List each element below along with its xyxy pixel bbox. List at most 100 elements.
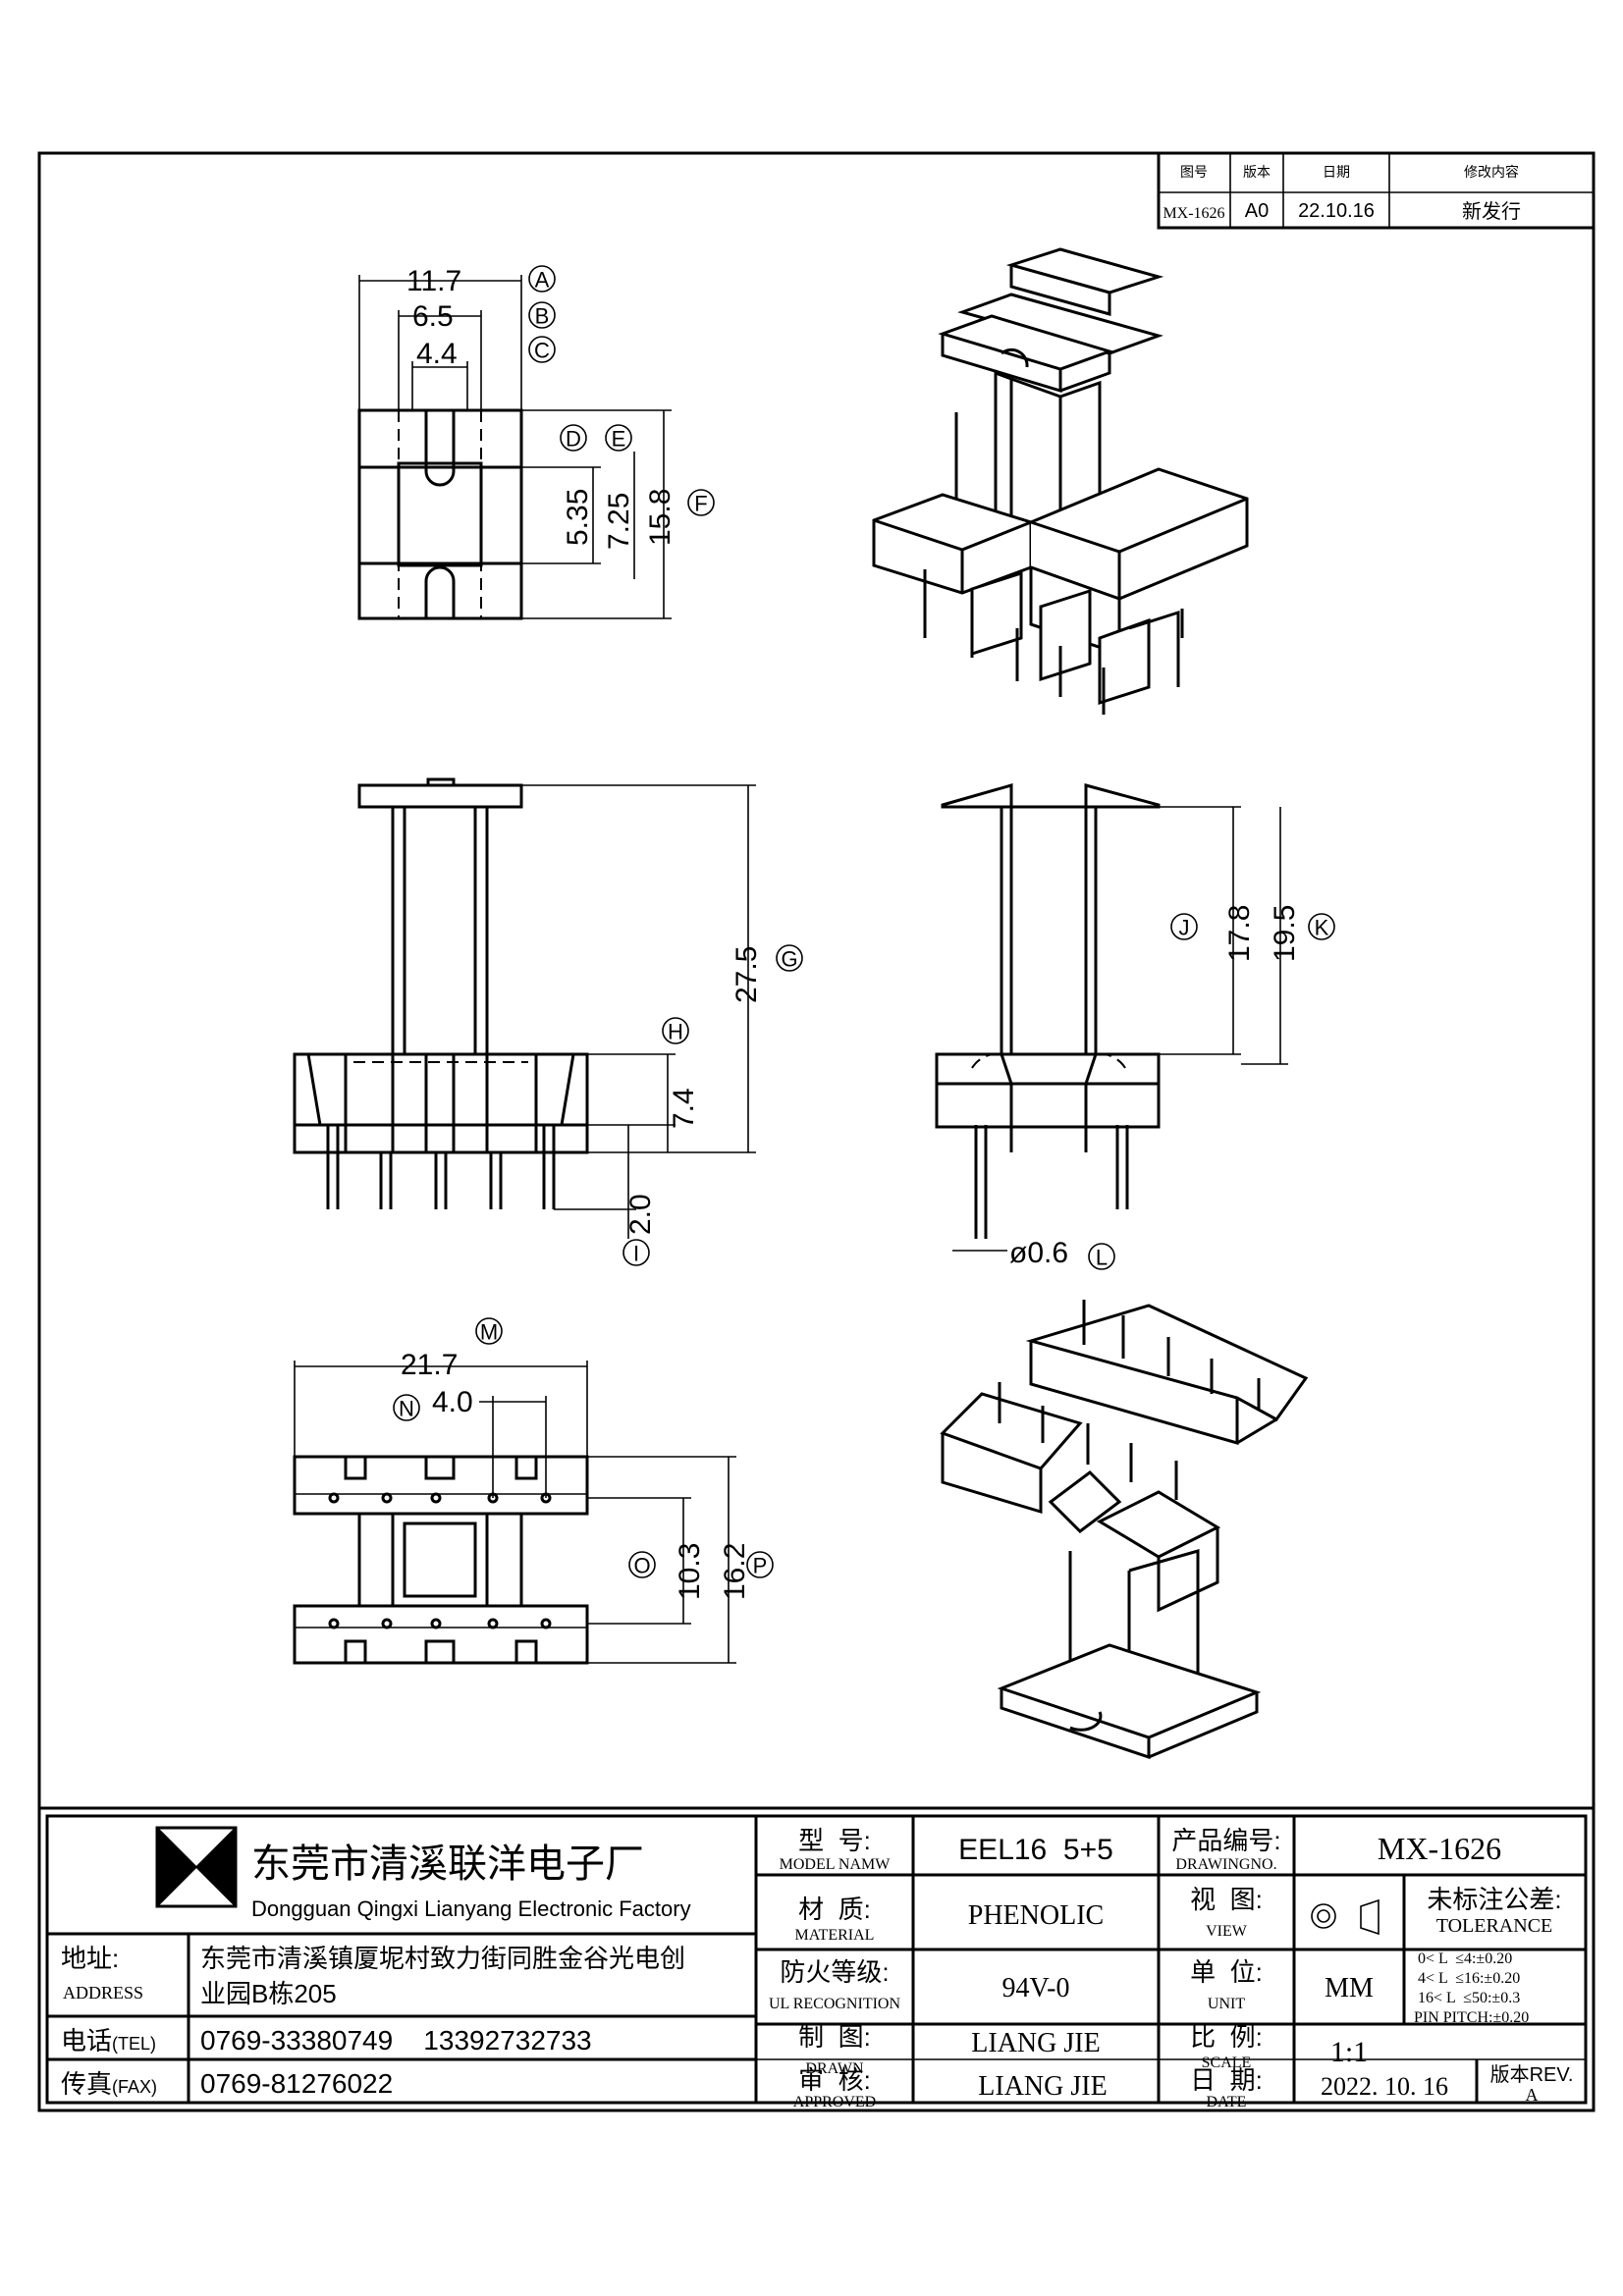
tel-label-en: (TEL): [112, 2034, 156, 2054]
bottom-view: 21.7 4.0 10.3 16.2 M N O P: [293, 1317, 774, 1665]
material-label: 材 质:: [798, 1895, 871, 1924]
label-N: N: [399, 1397, 414, 1421]
dim-7.4: 7.4: [668, 1088, 700, 1129]
label-H: H: [668, 1020, 683, 1044]
label-O: O: [633, 1554, 650, 1578]
address-line-1: 东莞市清溪镇厦坭村致力街同胜金谷光电创: [200, 1944, 685, 1973]
label-K: K: [1315, 916, 1329, 940]
dim-21.7: 21.7: [401, 1349, 458, 1381]
label-L: L: [1096, 1246, 1108, 1270]
dim-diameter-0.6: ø0.6: [1009, 1237, 1068, 1269]
rev-cell-version: A0: [1245, 200, 1269, 222]
label-M: M: [480, 1320, 498, 1345]
label-P: P: [753, 1554, 768, 1578]
label-D: D: [566, 427, 581, 452]
company-name-cn: 东莞市清溪联洋电子厂: [251, 1842, 644, 1886]
scale-value: 1:1: [1330, 2036, 1368, 2068]
dim-5.35: 5.35: [562, 489, 594, 546]
fire-rating-value: 94V-0: [1002, 1973, 1070, 2003]
label-B: B: [535, 304, 550, 329]
rev-cell-drawing-no: MX-1626: [1163, 205, 1224, 222]
svg-text:电话(TEL): 电话(TEL): [61, 2026, 156, 2056]
company-logo: [155, 1826, 238, 1908]
tel-value: 0769-33380749 13392732733: [200, 2025, 592, 2056]
approved-label: 审 核:: [798, 2065, 871, 2095]
side-view: 17.8 19.5 ø0.6 J K L: [935, 783, 1335, 1270]
dim-15.8: 15.8: [644, 489, 676, 546]
date-value: 2022. 10. 16: [1321, 2072, 1448, 2101]
drawing-no-label-en: DRAWINGNO.: [1175, 1856, 1276, 1873]
address-line-2: 业园B栋205: [200, 1979, 337, 2008]
view-label-en: VIEW: [1206, 1923, 1248, 1940]
isometric-bottom-view: [940, 1300, 1309, 1760]
date-label-en: DATE: [1207, 2094, 1247, 2110]
revision-table: 图号 版本 日期 修改内容 MX-1626 A0 22.10.16 新发行: [1157, 151, 1596, 230]
fax-label: 传真: [61, 2069, 112, 2099]
label-A: A: [535, 268, 550, 293]
fax-label-en: (FAX): [112, 2077, 157, 2097]
dim-4.0: 4.0: [432, 1386, 473, 1418]
drawn-label-en: DRAWN: [805, 2060, 864, 2077]
tolerance-line-3: 16< L ≤50:±0.3: [1418, 1990, 1520, 2006]
material-label-en: MATERIAL: [795, 1927, 875, 1944]
top-view: 11.7 6.5 4.4 5.35 7.25 15.8 A B C D E F: [357, 265, 715, 620]
label-F: F: [694, 492, 707, 516]
view-label: 视 图:: [1190, 1885, 1263, 1914]
tolerance-label-en: TOLERANCE: [1436, 1915, 1553, 1937]
dim-19.5: 19.5: [1269, 905, 1301, 962]
rev-header-change: 修改内容: [1464, 164, 1519, 180]
tel-label: 电话: [61, 2026, 112, 2056]
fire-rating-label-en: UL RECOGNITION: [769, 1996, 901, 2012]
tolerance-line-4: PIN PITCH:±0.20: [1414, 2009, 1529, 2026]
model-label-en: MODEL NAMW: [780, 1856, 892, 1873]
label-C: C: [534, 339, 550, 363]
tolerance-line-1: 0< L ≤4:±0.20: [1418, 1950, 1512, 1967]
drawn-label: 制 图:: [798, 2022, 871, 2052]
dim-4.4: 4.4: [416, 338, 458, 370]
approved-label-en: APPROVED: [793, 2094, 876, 2110]
drawn-value: LIANG JIE: [971, 2028, 1100, 2058]
fax-value: 0769-81276022: [200, 2068, 393, 2099]
unit-label: 单 位:: [1190, 1957, 1263, 1987]
isometric-top-view: [872, 247, 1249, 715]
svg-text:传真(FAX): 传真(FAX): [61, 2069, 157, 2099]
dim-17.8: 17.8: [1223, 905, 1256, 962]
tolerance-line-2: 4< L ≤16:±0.20: [1418, 1970, 1520, 1987]
tolerance-label: 未标注公差:: [1427, 1885, 1561, 1914]
model-value: EEL16 5+5: [958, 1834, 1113, 1866]
front-view: 27.5 7.4 2.0 G H I: [293, 777, 803, 1266]
dim-2.0: 2.0: [624, 1194, 657, 1235]
fire-rating-label: 防火等级:: [780, 1957, 889, 1987]
scale-label-en: SCALE: [1202, 2055, 1252, 2071]
model-label: 型 号:: [798, 1826, 871, 1855]
label-J: J: [1179, 916, 1190, 940]
label-I: I: [633, 1242, 639, 1266]
dim-16.2: 16.2: [719, 1543, 751, 1600]
unit-label-en: UNIT: [1208, 1996, 1245, 2012]
rev-cell-change: 新发行: [1462, 200, 1521, 223]
rev-header-drawing-no: 图号: [1180, 164, 1208, 180]
drawing-no-label: 产品编号:: [1171, 1826, 1280, 1855]
address-label: 地址:: [61, 1944, 119, 1973]
dim-7.25: 7.25: [603, 493, 635, 550]
material-value: PHENOLIC: [968, 1900, 1104, 1931]
dim-11.7: 11.7: [406, 265, 461, 297]
dim-10.3: 10.3: [674, 1543, 706, 1600]
rev-header-date: 日期: [1323, 164, 1350, 180]
rev-header-version: 版本: [1243, 164, 1271, 180]
drawing-no-value: MX-1626: [1378, 1831, 1501, 1866]
rev-cell-date: 22.10.16: [1298, 200, 1375, 222]
date-label: 日 期:: [1190, 2065, 1263, 2095]
dim-6.5: 6.5: [412, 300, 454, 333]
dim-27.5: 27.5: [730, 946, 763, 1003]
label-E: E: [612, 427, 626, 452]
rev-label: 版本REV.: [1490, 2063, 1574, 2086]
rev-value: A: [1526, 2085, 1539, 2105]
projection-symbol-icon: [1311, 1898, 1380, 1936]
unit-value: MM: [1325, 1973, 1374, 2003]
approved-value: LIANG JIE: [978, 2071, 1107, 2102]
scale-label: 比 例:: [1190, 2022, 1263, 2052]
title-block: 东莞市清溪联洋电子厂 Dongguan Qingxi Lianyang Elec…: [37, 1806, 1596, 2112]
company-name-en: Dongguan Qingxi Lianyang Electronic Fact…: [251, 1896, 691, 1921]
